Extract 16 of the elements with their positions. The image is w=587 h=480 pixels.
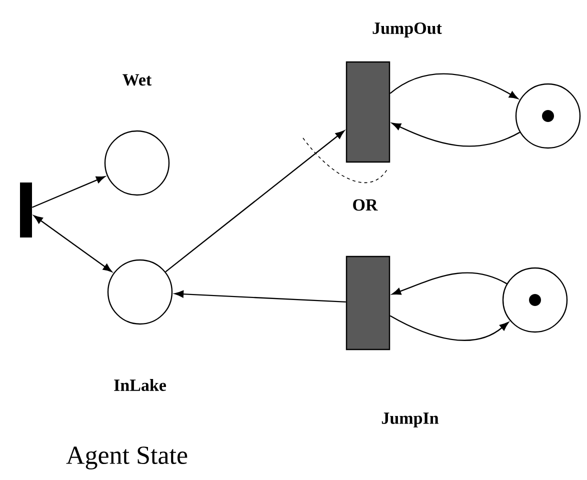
arc-arrow [392,272,508,295]
arc-arrow [392,122,520,147]
node-label: JumpOut [372,22,442,38]
node-label: JumpIn [382,412,439,428]
arc-arrow [32,176,106,208]
node-label: InLake [114,379,166,391]
gate-label: OR [353,199,378,211]
arc-arrow [34,215,112,272]
place-circle [502,267,568,333]
node-label: Wet [122,74,152,86]
arc-arrow [390,73,518,100]
caption: Agent State [66,446,188,470]
place-circle [515,83,581,149]
arc-arrow [174,290,346,303]
arc-arrow [390,315,509,341]
arc-arrow [165,130,344,272]
